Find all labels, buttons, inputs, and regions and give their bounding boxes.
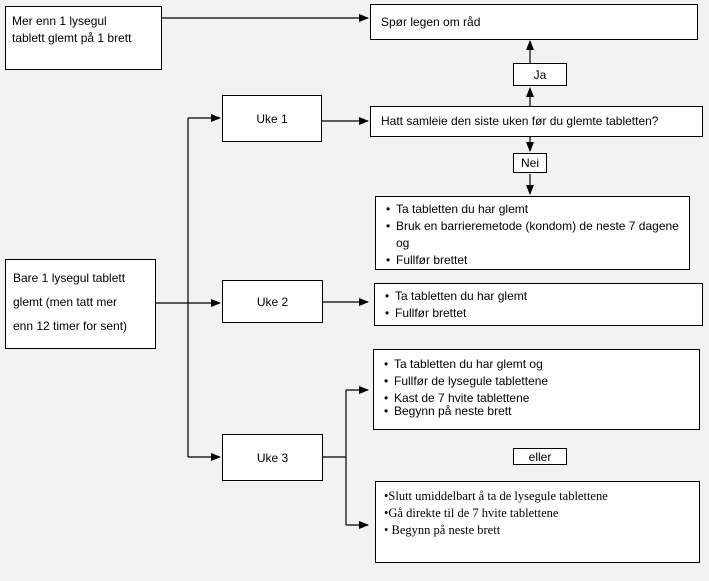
uke-3-option-2-item-2: •Gå direkte til de 7 hvite tablettene — [384, 506, 559, 520]
box-uke-3-option-2: •Slutt umiddelbart å ta de lysegule tabl… — [375, 481, 700, 563]
uke-3-option-2-item-1: •Slutt umiddelbart å ta de lysegule tabl… — [384, 489, 608, 503]
uke-3-option-1-item-1: Ta tabletten du har glemt og — [382, 356, 691, 373]
uke-3-option-1-item-2: Fullfør de lysegule tablettene — [382, 373, 691, 390]
uke-2-label: Uke 2 — [256, 294, 289, 309]
box-ask-doctor: Spør legen om råd — [370, 4, 698, 40]
box-forgot-one: Bare 1 lysegul tablett glemt (men tatt m… — [5, 259, 156, 349]
intercourse-question-text: Hatt samleie den siste uken før du glemt… — [381, 114, 659, 128]
uke-2-actions-list: Ta tabletten du har glemt Fullfør brette… — [383, 288, 694, 322]
uke-3-option-2-text-3: Begynn på neste brett — [391, 523, 501, 537]
box-ja: Ja — [513, 63, 567, 86]
ask-doctor-text: Spør legen om råd — [381, 15, 481, 29]
uke-3-label: Uke 3 — [256, 450, 289, 465]
box-uke-2: Uke 2 — [222, 280, 323, 323]
forgot-one-line-2: glemt (men tatt mer — [13, 295, 118, 309]
uke-1-label: Uke 1 — [256, 111, 288, 126]
uke-2-action-1: Ta tabletten du har glemt — [383, 288, 694, 305]
nei-label: Nei — [520, 156, 539, 170]
uke-1-action-1: Ta tabletten du har glemt — [384, 201, 681, 218]
forgot-one-line-3: enn 12 timer for sent) — [13, 319, 128, 333]
box-intercourse-question: Hatt samleie den siste uken før du glemt… — [370, 106, 703, 137]
uke-3-option-1-list: Ta tabletten du har glemt og Fullfør de … — [382, 356, 691, 420]
box-forgot-more-than-one: Mer enn 1 lysegul tablett glemt på 1 bre… — [5, 6, 162, 70]
uke-2-action-2: Fullfør brettet — [383, 305, 694, 322]
forgot-more-line-2: tablett glemt på 1 brett — [12, 31, 132, 45]
box-uke-2-actions: Ta tabletten du har glemt Fullfør brette… — [374, 283, 703, 326]
box-nei: Nei — [513, 153, 547, 173]
box-uke-1: Uke 1 — [222, 95, 322, 142]
uke-1-action-2: Bruk en barrieremetode (kondom) de neste… — [384, 218, 681, 252]
uke-3-option-1-item-3: Kast de 7 hvite tablettene — [382, 390, 691, 407]
uke-1-action-3: Fullfør brettet — [384, 252, 681, 269]
forgot-one-line-1: Bare 1 lysegul tablett — [13, 271, 126, 285]
uke-3-option-2-item-3: • Begynn på neste brett — [384, 523, 501, 537]
uke-3-option-2-text-2: Gå direkte til de 7 hvite tablettene — [388, 506, 559, 520]
box-uke-3-option-1: Ta tabletten du har glemt og Fullfør de … — [373, 349, 700, 430]
eller-label: eller — [528, 449, 552, 464]
forgot-more-line-1: Mer enn 1 lysegul — [12, 14, 107, 28]
ja-label: Ja — [533, 67, 547, 82]
box-uke-1-actions: Ta tabletten du har glemt Bruk en barrie… — [375, 196, 690, 270]
box-eller: eller — [513, 448, 567, 465]
uke-1-actions-list: Ta tabletten du har glemt Bruk en barrie… — [384, 201, 681, 269]
box-uke-3: Uke 3 — [222, 434, 323, 481]
uke-3-option-2-text-1: Slutt umiddelbart å ta de lysegule table… — [388, 489, 608, 503]
uke-3-option-1-item-4: Begynn på neste brett — [382, 403, 691, 420]
